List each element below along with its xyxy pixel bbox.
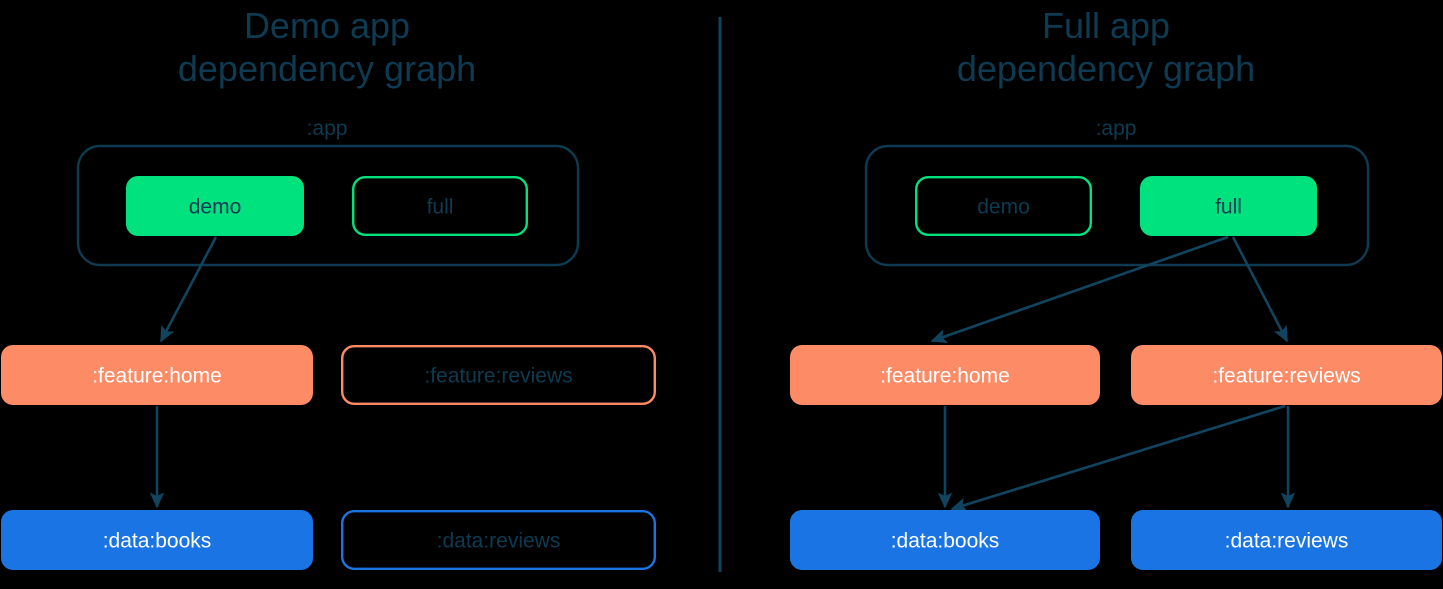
node-box (1131, 345, 1442, 405)
node-label: :data:books (103, 530, 212, 553)
group-label-app: :app (1096, 117, 1137, 140)
node-label: :feature:reviews (424, 365, 572, 388)
node-data-reviews[interactable]: :data:reviews (341, 510, 657, 571)
panel-title-line2: dependency graph (178, 48, 476, 89)
panel-title-line1: Full app (1042, 5, 1170, 46)
node-box (1, 510, 313, 570)
node-full[interactable]: full (1140, 176, 1317, 236)
panel-title-line2: dependency graph (957, 48, 1255, 89)
node-label: demo (977, 196, 1030, 219)
node-demo[interactable]: demo (915, 175, 1093, 236)
node-label: full (427, 196, 454, 219)
node-box (1131, 510, 1442, 570)
node-box (790, 345, 1100, 405)
node-box (915, 175, 1093, 236)
group-label-app: :app (307, 117, 348, 140)
node-feature-reviews[interactable]: :feature:reviews (341, 345, 657, 406)
node-label: :data:books (891, 530, 1000, 553)
node-label: demo (189, 196, 242, 219)
node-label: :feature:reviews (1212, 365, 1360, 388)
node-demo[interactable]: demo (126, 176, 304, 236)
edge-feature-reviews-to-data-books (950, 404, 1286, 512)
node-box (126, 176, 304, 236)
node-box (341, 510, 657, 571)
node-data-books[interactable]: :data:books (790, 510, 1100, 570)
edge-full-to-feature-reviews (1231, 236, 1289, 343)
node-data-books[interactable]: :data:books (1, 510, 313, 570)
node-label: :data:reviews (437, 530, 561, 553)
node-box (790, 510, 1100, 570)
group-container-app (76, 144, 580, 267)
node-label: full (1215, 196, 1242, 219)
node-feature-home[interactable]: :feature:home (790, 345, 1100, 405)
edge-demo-to-feature-home (159, 236, 218, 343)
node-full[interactable]: full (352, 175, 529, 236)
panel-title-line1: Demo app (244, 5, 410, 46)
node-feature-home[interactable]: :feature:home (1, 345, 313, 405)
node-feature-reviews[interactable]: :feature:reviews (1131, 345, 1442, 405)
node-data-reviews[interactable]: :data:reviews (1131, 510, 1442, 570)
node-box (1, 345, 313, 405)
group-container-app (864, 144, 1370, 267)
node-label: :feature:home (92, 365, 222, 388)
node-box (352, 175, 529, 236)
node-label: :data:reviews (1225, 530, 1349, 553)
node-box (341, 345, 657, 406)
node-label: :feature:home (880, 365, 1010, 388)
node-box (1140, 176, 1317, 236)
edge-full-to-feature-home (930, 235, 1229, 344)
